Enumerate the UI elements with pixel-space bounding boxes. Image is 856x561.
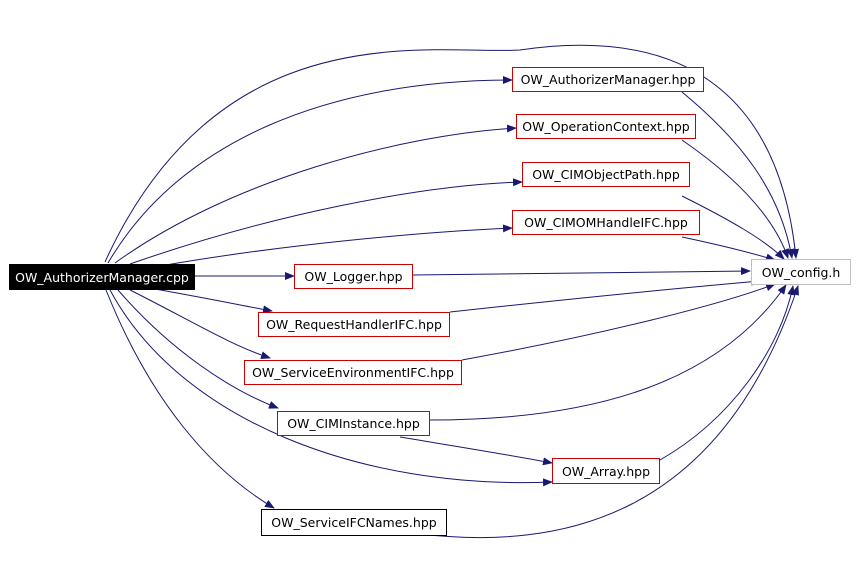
node-service-ifc-names-hpp[interactable]: OW_ServiceIFCNames.hpp xyxy=(261,509,447,536)
edge-root-to-service-environment-ifc-hpp xyxy=(129,289,271,360)
edge-service-ifc-names-hpp-to-config xyxy=(419,285,799,539)
edge-logger-hpp-to-config xyxy=(412,267,751,276)
node-cim-instance-hpp[interactable]: OW_CIMInstance.hpp xyxy=(277,411,430,436)
edge-root-to-operation-context-hpp xyxy=(114,124,517,264)
edge-root-to-cimom-handle-ifc-hpp xyxy=(159,224,513,267)
node-authorizer-manager-hpp[interactable]: OW_AuthorizerManager.hpp xyxy=(512,67,704,92)
node-operation-context-hpp[interactable]: OW_OperationContext.hpp xyxy=(516,114,696,139)
edge-root-to-array-hpp xyxy=(109,289,553,487)
edge-root-to-config xyxy=(104,44,800,263)
node-service-environment-ifc-hpp[interactable]: OW_ServiceEnvironmentIFC.hpp xyxy=(244,360,462,385)
node-cimom-handle-ifc-hpp[interactable]: OW_CIMOMHandleIFC.hpp xyxy=(512,210,700,235)
edge-array-hpp-to-config xyxy=(659,285,796,461)
edge-cim-object-path-hpp-to-config xyxy=(681,195,785,260)
edge-operation-context-hpp-to-config xyxy=(681,139,789,259)
node-array-hpp[interactable]: OW_Array.hpp xyxy=(552,458,660,484)
edge-cim-instance-hpp-to-config xyxy=(429,284,787,421)
edge-service-environment-ifc-hpp-to-config xyxy=(461,283,776,361)
edge-request-handler-ifc-hpp-to-config xyxy=(449,277,761,313)
node-config-h[interactable]: OW_config.h xyxy=(751,259,851,285)
edge-root-to-cim-object-path-hpp xyxy=(129,178,523,265)
node-authorizer-manager-cpp: OW_AuthorizerManager.cpp xyxy=(9,264,195,290)
node-cim-object-path-hpp[interactable]: OW_CIMObjectPath.hpp xyxy=(522,162,690,187)
edge-root-to-authorizer-manager-hpp xyxy=(107,76,513,264)
node-request-handler-ifc-hpp[interactable]: OW_RequestHandlerIFC.hpp xyxy=(258,312,450,337)
edge-root-to-request-handler-ifc-hpp xyxy=(154,288,273,314)
edge-cimom-handle-ifc-hpp-to-config xyxy=(681,236,776,262)
edge-authorizer-manager-hpp-to-config xyxy=(681,91,795,259)
edge-root-to-service-ifc-names-hpp xyxy=(105,289,275,509)
edge-cim-instance-hpp-to-array-hpp xyxy=(399,436,553,466)
edge-root-to-cim-instance-hpp xyxy=(117,289,279,409)
node-logger-hpp[interactable]: OW_Logger.hpp xyxy=(294,264,413,289)
